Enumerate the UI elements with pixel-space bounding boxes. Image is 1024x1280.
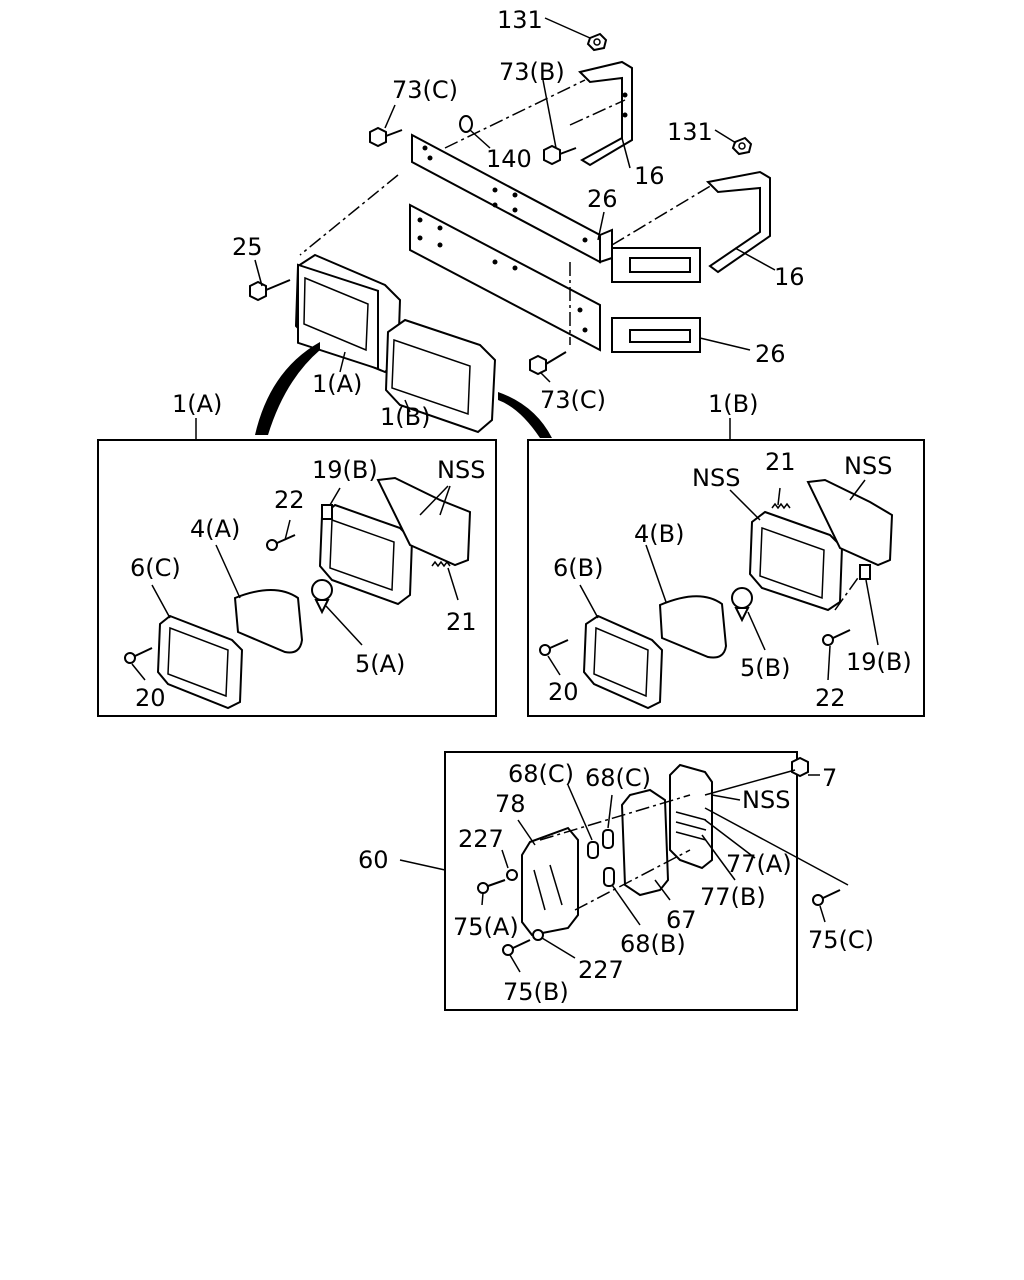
spring-21-a xyxy=(431,560,451,568)
label-1a: 1(A) xyxy=(312,370,362,398)
label-73c: 73(C) xyxy=(540,386,606,414)
stay-16-upper xyxy=(578,60,633,167)
bolt-73c-lower xyxy=(529,351,567,376)
bulb-68b xyxy=(603,867,615,887)
arrow-to-1b xyxy=(498,392,552,438)
label-60: 60 xyxy=(358,846,389,874)
label-22: 22 xyxy=(274,486,305,514)
screw-75c xyxy=(812,889,841,906)
clip-19b-a xyxy=(321,504,333,520)
bulb-68c-b xyxy=(602,829,614,849)
housing-1b-detail xyxy=(748,478,894,612)
label-20: 20 xyxy=(548,678,579,706)
detail-box-1b xyxy=(527,439,925,717)
label-19b: 19(B) xyxy=(312,456,378,484)
label-5b: 5(B) xyxy=(740,654,790,682)
label-1a-heading: 1(A) xyxy=(172,390,222,418)
label-25: 25 xyxy=(232,233,263,261)
lens-4b xyxy=(658,595,728,659)
label-73c: 73(C) xyxy=(392,76,458,104)
label-nss: NSS xyxy=(844,452,892,480)
frame-67 xyxy=(620,788,670,897)
nut-7 xyxy=(791,756,809,778)
label-4b: 4(B) xyxy=(634,520,684,548)
screw-75a xyxy=(477,879,506,894)
label-16: 16 xyxy=(634,162,665,190)
label-227: 227 xyxy=(578,956,624,984)
label-21: 21 xyxy=(446,608,477,636)
label-77b: 77(B) xyxy=(700,883,766,911)
screw-20-b xyxy=(539,639,569,656)
stay-16-lower xyxy=(705,170,771,274)
washer-140 xyxy=(459,115,473,133)
lens-4a xyxy=(233,589,304,654)
label-6c: 6(C) xyxy=(130,554,181,582)
bulb-68c-a xyxy=(587,841,599,859)
label-73b: 73(B) xyxy=(499,58,565,86)
detail-box-1a xyxy=(97,439,497,717)
housing-77 xyxy=(669,763,713,870)
label-4a: 4(A) xyxy=(190,515,240,543)
washer-227-a xyxy=(506,869,518,881)
label-1b-heading: 1(B) xyxy=(708,390,758,418)
label-68c: 68(C) xyxy=(585,764,651,792)
label-26: 26 xyxy=(755,340,786,368)
lens-78 xyxy=(521,826,579,937)
label-nss: NSS xyxy=(692,464,740,492)
label-131: 131 xyxy=(667,118,713,146)
bulb-5b xyxy=(731,587,753,623)
label-78: 78 xyxy=(495,790,526,818)
bolt-73c-upper xyxy=(369,126,403,148)
bulb-5a xyxy=(311,579,333,615)
screw-22-b xyxy=(822,629,851,646)
label-68b: 68(B) xyxy=(620,930,686,958)
spring-21-b xyxy=(771,502,791,510)
screw-20-a xyxy=(124,647,153,664)
label-20: 20 xyxy=(135,684,166,712)
gasket-6c xyxy=(156,614,244,710)
label-21: 21 xyxy=(765,448,796,476)
bolt-73b xyxy=(543,144,577,166)
lamp-assembly-1b xyxy=(384,318,497,434)
label-140: 140 xyxy=(486,145,532,173)
screw-75b xyxy=(502,939,531,956)
label-6b: 6(B) xyxy=(553,554,603,582)
label-68c: 68(C) xyxy=(508,760,574,788)
washer-227-b xyxy=(532,929,544,941)
label-67: 67 xyxy=(666,906,697,934)
bolt-25 xyxy=(249,279,291,302)
label-5a: 5(A) xyxy=(355,650,405,678)
lower-bracket-26 xyxy=(409,203,701,353)
upper-bracket-26 xyxy=(411,133,701,283)
label-19b: 19(B) xyxy=(846,648,912,676)
label-75a: 75(A) xyxy=(453,913,519,941)
label-22: 22 xyxy=(815,684,846,712)
label-26: 26 xyxy=(587,185,618,213)
gasket-6b xyxy=(582,614,664,710)
label-nss: NSS xyxy=(437,456,485,484)
arrow-to-1a xyxy=(255,342,320,435)
clip-19b-b xyxy=(859,564,871,580)
label-227: 227 xyxy=(458,825,504,853)
label-75b: 75(B) xyxy=(503,978,569,1006)
lamp-assembly-1a xyxy=(294,253,402,374)
nut-131-upper xyxy=(586,32,608,52)
label-77a: 77(A) xyxy=(726,850,792,878)
label-1b: 1(B) xyxy=(380,403,430,431)
label-7: 7 xyxy=(822,764,837,792)
nut-131-lower xyxy=(731,136,753,156)
label-75c: 75(C) xyxy=(808,926,874,954)
label-nss: NSS xyxy=(742,786,790,814)
housing-1a-detail xyxy=(318,476,472,606)
detail-box-60 xyxy=(444,751,798,1011)
screw-22-a xyxy=(266,534,296,551)
label-131: 131 xyxy=(497,6,543,34)
label-16: 16 xyxy=(774,263,805,291)
